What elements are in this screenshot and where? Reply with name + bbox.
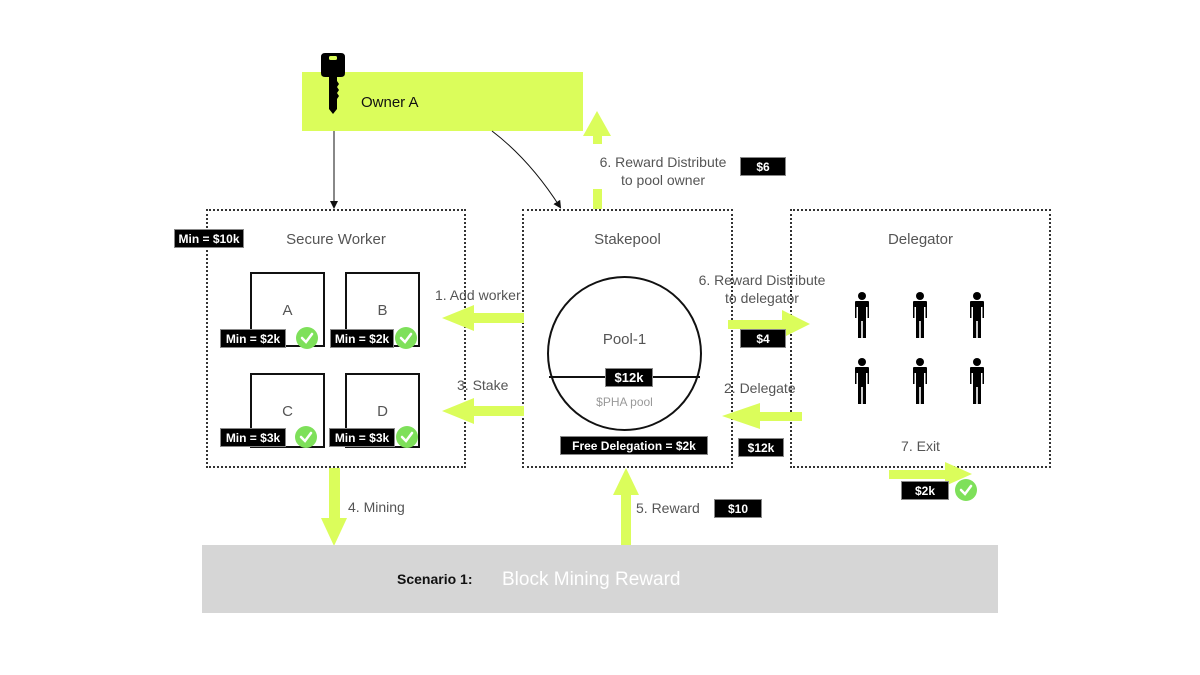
person-icon: [970, 292, 984, 338]
stake-arrow: [442, 398, 524, 424]
add-worker-label: 1. Add worker: [435, 287, 521, 303]
worker-b-label: B: [377, 302, 388, 319]
free-delegation-badge: Free Delegation = $2k: [560, 436, 708, 455]
stakepool-title: Stakepool: [594, 231, 661, 248]
worker-b-min-badge: Min = $2k: [330, 329, 394, 348]
delegator-container: [790, 209, 1051, 468]
reward-to-delegator-amount: $4: [740, 329, 786, 348]
worker-d-min-badge: Min = $3k: [329, 428, 395, 447]
secure-worker-container: [206, 209, 466, 468]
worker-c-min-badge: Min = $3k: [220, 428, 286, 447]
person-icon: [913, 358, 927, 404]
reward-arrow: [613, 468, 639, 545]
reward-to-owner-amount: $6: [740, 157, 786, 176]
reward-to-delegator-label-line2: to delegator: [725, 290, 799, 306]
exit-check-icon: [955, 479, 977, 501]
reward-to-owner-arrow: [583, 111, 611, 209]
reward-amount: $10: [714, 499, 762, 518]
pool-name: Pool-1: [602, 331, 647, 348]
reward-to-delegator-arrow: [728, 310, 810, 338]
worker-d-label: D: [377, 403, 388, 420]
owner-label: Owner A: [361, 94, 419, 111]
scenario-title: Block Mining Reward: [502, 569, 681, 590]
owner-to-stakepool-connector: [491, 130, 562, 209]
reward-to-delegator-label-line1: 6. Reward Distribute: [698, 272, 826, 288]
delegate-amount: $12k: [738, 438, 784, 457]
pool-subtitle: $PHA pool: [596, 395, 653, 409]
owner-box: [302, 72, 583, 131]
person-icon: [855, 292, 869, 338]
worker-a-label: A: [282, 302, 293, 319]
reward-label: 5. Reward: [636, 500, 700, 516]
worker-c-label: C: [282, 403, 293, 420]
worker-a-check-icon: [296, 327, 318, 349]
delegate-arrow: [722, 403, 802, 429]
pool-circle: [547, 276, 702, 431]
key-icon: [321, 53, 345, 114]
person-icon: [855, 358, 869, 404]
worker-c-check-icon: [295, 426, 317, 448]
scenario-label: Scenario 1:: [397, 571, 473, 587]
delegate-label: 2. Delegate: [724, 380, 796, 396]
reward-to-owner-label-line2: to pool owner: [620, 172, 706, 188]
block-mining-bar: [202, 545, 998, 613]
secure-worker-title: Secure Worker: [286, 231, 386, 248]
worker-a-min-badge: Min = $2k: [220, 329, 286, 348]
add-worker-arrow: [442, 305, 524, 331]
delegator-title: Delegator: [887, 231, 954, 248]
exit-amount-badge: $2k: [901, 481, 949, 500]
worker-d-check-icon: [396, 426, 418, 448]
mining-arrow: [321, 468, 347, 546]
reward-to-owner-label-line1: 6. Reward Distribute: [599, 154, 727, 170]
worker-b-check-icon: [395, 327, 417, 349]
pool-amount-badge: $12k: [605, 368, 653, 387]
stakepool-container: [522, 209, 733, 468]
stake-label: 3. Stake: [457, 377, 509, 393]
person-icon: [913, 292, 927, 338]
person-icon: [970, 358, 984, 404]
mining-label: 4. Mining: [348, 499, 405, 515]
secure-worker-min-badge: Min = $10k: [174, 229, 244, 248]
exit-arrow: [889, 462, 972, 486]
exit-label: 7. Exit: [901, 438, 940, 454]
